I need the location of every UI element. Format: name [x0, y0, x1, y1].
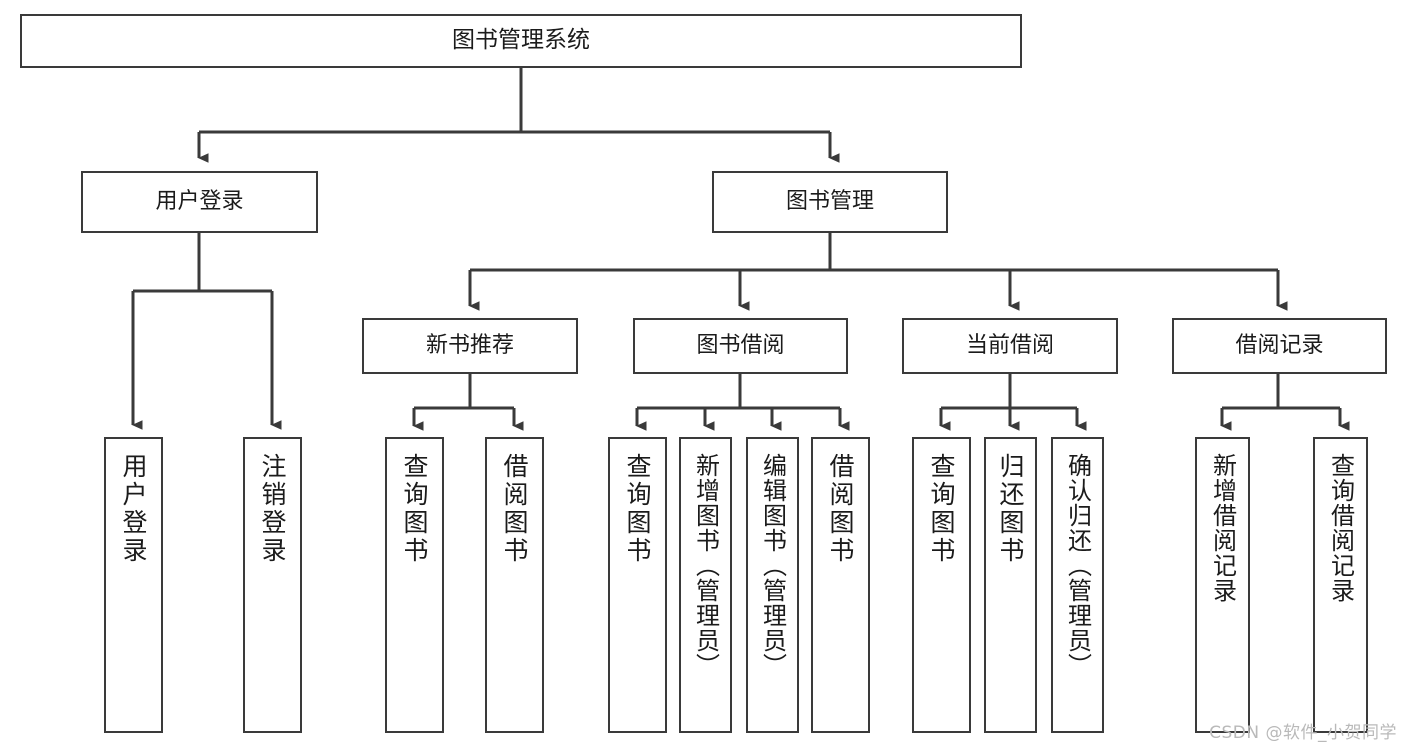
node-label: 注销登录 [258, 453, 287, 565]
node-new-book-rec[interactable]: 新书推荐 [362, 318, 578, 374]
node-label: 用户登录 [119, 453, 148, 565]
node-label: 确认归还（管理员） [1063, 453, 1092, 678]
node-label: 新增借阅记录 [1208, 453, 1237, 603]
node-label: 用户登录 [155, 189, 244, 215]
node-book-borrow[interactable]: 图书借阅 [633, 318, 848, 374]
node-label: 查询图书 [400, 453, 429, 565]
node-label: 新增图书（管理员） [691, 453, 720, 678]
node-root-system[interactable]: 图书管理系统 [20, 14, 1022, 68]
node-label: 查询图书 [623, 453, 652, 565]
leaf-return-book[interactable]: 归还图书 [984, 437, 1037, 733]
node-label: 借阅图书 [500, 453, 529, 565]
node-label: 图书管理 [785, 189, 874, 215]
leaf-add-book[interactable]: 新增图书（管理员） [679, 437, 732, 733]
leaf-confirm-return[interactable]: 确认归还（管理员） [1051, 437, 1104, 733]
node-borrow-record[interactable]: 借阅记录 [1172, 318, 1387, 374]
node-label: 新书推荐 [425, 333, 514, 359]
node-label: 图书管理系统 [452, 27, 590, 54]
leaf-query-book-3[interactable]: 查询图书 [912, 437, 971, 733]
leaf-query-record[interactable]: 查询借阅记录 [1313, 437, 1368, 733]
node-book-manage[interactable]: 图书管理 [712, 171, 948, 233]
node-label: 归还图书 [996, 453, 1025, 565]
leaf-query-book-1[interactable]: 查询图书 [385, 437, 444, 733]
leaf-borrow-book-1[interactable]: 借阅图书 [485, 437, 544, 733]
node-label: 当前借阅 [965, 333, 1054, 359]
node-label: 借阅记录 [1235, 333, 1324, 359]
leaf-user-login[interactable]: 用户登录 [104, 437, 163, 733]
node-user-login[interactable]: 用户登录 [81, 171, 318, 233]
leaf-add-record[interactable]: 新增借阅记录 [1195, 437, 1250, 733]
node-label: 查询借阅记录 [1326, 453, 1355, 603]
leaf-query-book-2[interactable]: 查询图书 [608, 437, 667, 733]
leaf-logout[interactable]: 注销登录 [243, 437, 302, 733]
node-label: 查询图书 [927, 453, 956, 565]
node-label: 图书借阅 [696, 333, 785, 359]
leaf-borrow-book-2[interactable]: 借阅图书 [811, 437, 870, 733]
node-current-borrow[interactable]: 当前借阅 [902, 318, 1118, 374]
node-label: 借阅图书 [826, 453, 855, 565]
leaf-edit-book[interactable]: 编辑图书（管理员） [746, 437, 799, 733]
csdn-watermark: CSDN @软件_小贺同学 [1209, 723, 1397, 743]
node-label: 编辑图书（管理员） [758, 453, 787, 678]
